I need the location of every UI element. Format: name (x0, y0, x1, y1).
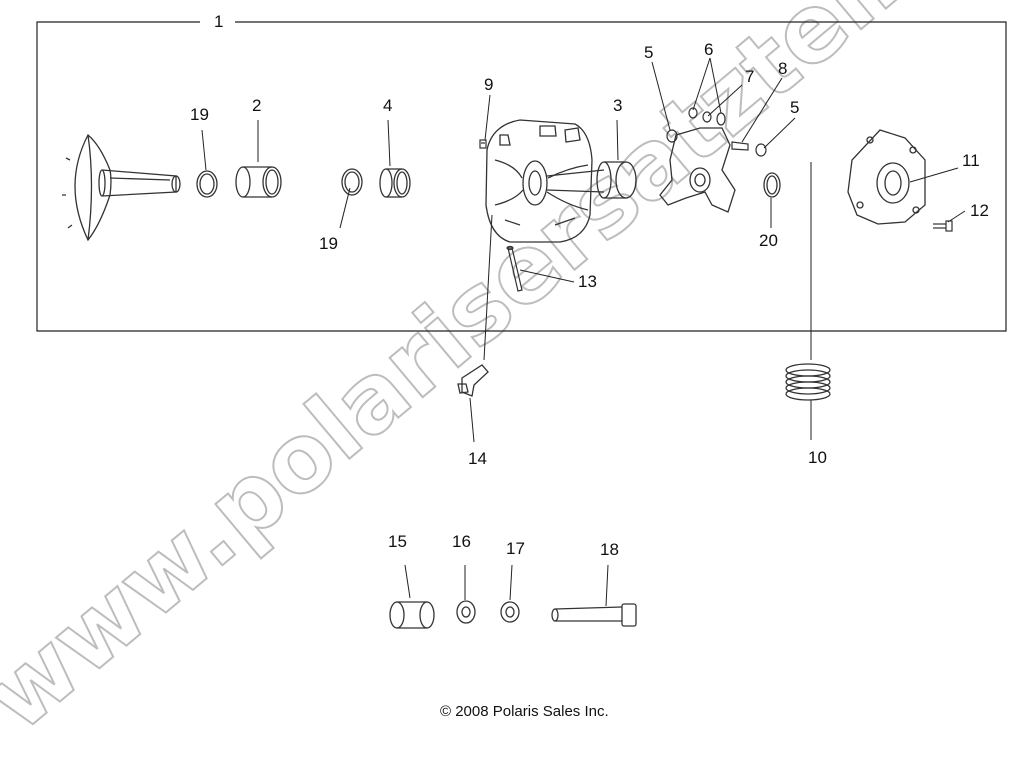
spider-part (659, 127, 736, 213)
callout-3: 3 (613, 96, 622, 115)
bushing-part (235, 166, 282, 198)
callout-9: 9 (484, 75, 493, 94)
callout-19: 19 (319, 234, 338, 253)
washer-part (688, 107, 726, 126)
callout-14: 14 (468, 449, 487, 468)
button-part (666, 129, 678, 143)
assembly-frame (36, 21, 1007, 332)
button-part (755, 143, 767, 157)
shift-weight-part (457, 364, 489, 397)
leader-lines (201, 57, 966, 607)
callout-16: 16 (452, 532, 471, 551)
primary-sheave-part (62, 133, 181, 242)
callout-18: 18 (600, 540, 619, 559)
cover-part (847, 129, 926, 225)
roller-pin-part (731, 141, 749, 151)
callout-5: 5 (790, 98, 799, 117)
callout-10: 10 (808, 448, 827, 467)
bushing-part (389, 601, 435, 629)
bushing-part (596, 161, 637, 199)
washer-part (500, 601, 520, 623)
bushing-part (379, 168, 411, 198)
copyright-notice: © 2008 Polaris Sales Inc. (440, 703, 609, 720)
pin-part (506, 245, 523, 292)
callout-6: 6 (704, 40, 713, 59)
set-screw-part (479, 139, 487, 149)
callout-4: 4 (383, 96, 392, 115)
callout-8: 8 (778, 59, 787, 78)
callout-7: 7 (745, 67, 754, 86)
callout-13: 13 (578, 272, 597, 291)
callout-1: 1 (214, 12, 223, 31)
callout-11: 11 (962, 151, 980, 170)
callout-labels: 1 2 3 4 5 5 6 7 8 9 10 11 12 13 14 15 16… (190, 12, 989, 559)
callout-15: 15 (388, 532, 407, 551)
bushing-part (763, 172, 781, 198)
callout-20: 20 (759, 231, 778, 250)
bolt-part (933, 220, 953, 232)
callout-5: 5 (644, 43, 653, 62)
callout-2: 2 (252, 96, 261, 115)
snap-ring-part (196, 170, 218, 198)
spring-part (785, 363, 831, 401)
bolt-part (551, 603, 637, 627)
callout-17: 17 (506, 539, 525, 558)
movable-sheave-part (485, 119, 605, 243)
snap-ring-part (341, 168, 363, 196)
callout-19: 19 (190, 105, 209, 124)
callout-12: 12 (970, 201, 989, 220)
washer-part (456, 600, 476, 624)
